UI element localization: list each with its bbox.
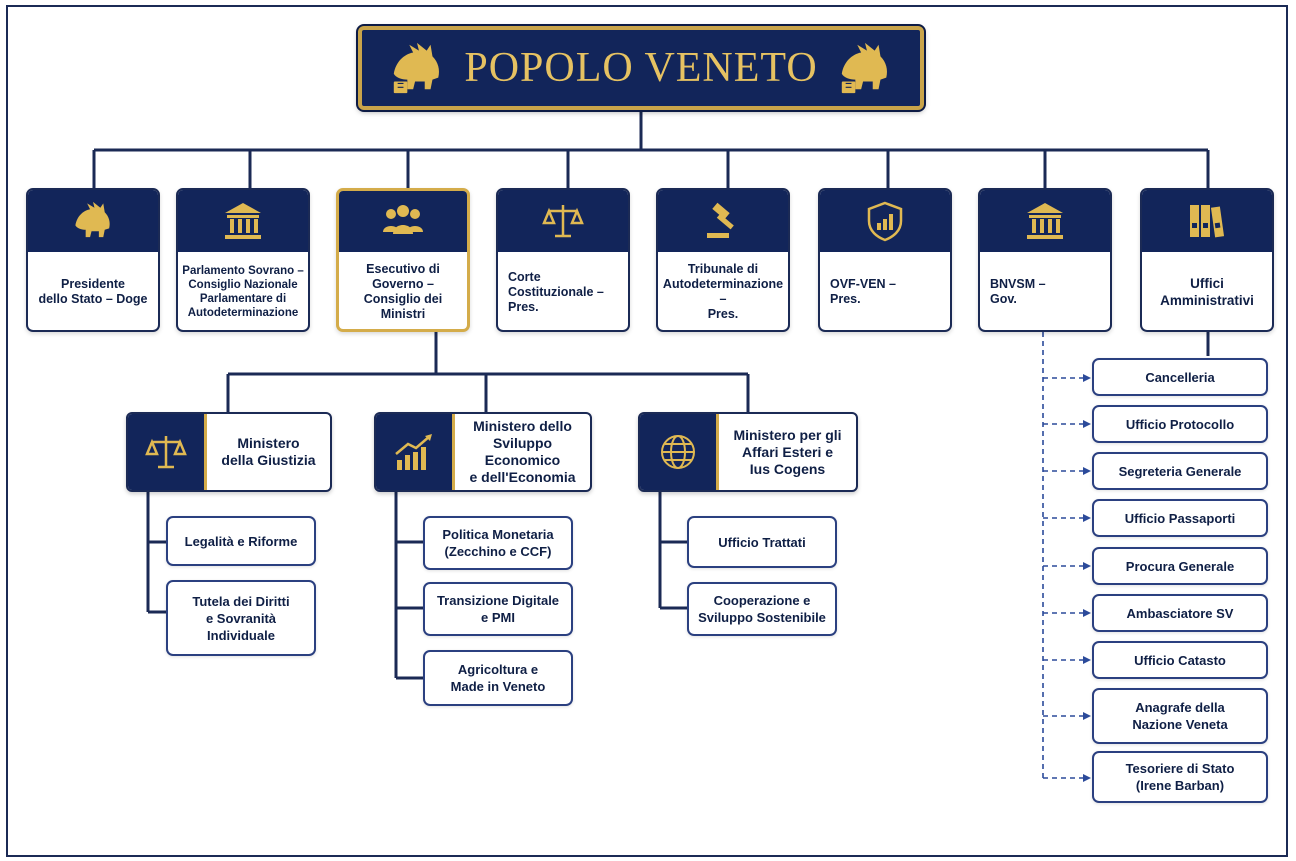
ministry-card-esteri[interactable]: Ministero per gli Affari Esteri e Ius Co… bbox=[638, 412, 858, 492]
winged-lion-icon bbox=[841, 42, 887, 94]
ministry-card-sviluppo[interactable]: Ministero dello Sviluppo Economico e del… bbox=[374, 412, 592, 492]
ministry-label: Ministero della Giustizia bbox=[221, 435, 316, 468]
winged-lion-icon bbox=[75, 201, 110, 238]
scales-icon bbox=[145, 436, 187, 469]
body-card-corte[interactable]: Corte Costituzionale – Pres. bbox=[496, 188, 630, 332]
office-box[interactable]: Tesoriere di Stato (Irene Barban) bbox=[1092, 751, 1268, 803]
binders-icon bbox=[1190, 205, 1225, 238]
office-box[interactable]: Cancelleria bbox=[1092, 358, 1268, 396]
globe-icon bbox=[661, 435, 695, 469]
diagram-frame bbox=[6, 5, 1288, 857]
people-group-icon bbox=[383, 204, 423, 234]
body-label: Tribunale di Autodeterminazione – Pres. bbox=[662, 262, 784, 321]
page-title: POPOLO VENETO bbox=[464, 45, 818, 91]
body-card-esecutivo[interactable]: Esecutivo di Governo – Consiglio dei Min… bbox=[336, 188, 470, 332]
office-box[interactable]: Ufficio Protocollo bbox=[1092, 405, 1268, 443]
department-box[interactable]: Legalità e Riforme bbox=[166, 516, 316, 566]
body-card-parlamento[interactable]: Parlamento Sovrano – Consiglio Nazionale… bbox=[176, 188, 310, 332]
body-card-uffici[interactable]: Uffici Amministrativi bbox=[1140, 188, 1274, 332]
body-label: Corte Costituzionale – Pres. bbox=[508, 269, 604, 314]
department-box[interactable]: Politica Monetaria (Zecchino e CCF) bbox=[423, 516, 573, 570]
parliament-building-icon bbox=[225, 203, 261, 239]
ministry-card-giustizia[interactable]: Ministero della Giustizia bbox=[126, 412, 332, 492]
body-label: BNVSM – Gov. bbox=[990, 277, 1046, 306]
shield-chart-icon bbox=[867, 201, 903, 242]
title-banner: POPOLO VENETO bbox=[358, 26, 924, 110]
ministry-label: Ministero per gli Affari Esteri e Ius Co… bbox=[733, 426, 842, 477]
body-card-presidente[interactable]: Presidente dello Stato – Doge bbox=[26, 188, 160, 332]
bank-building-icon bbox=[1027, 203, 1063, 239]
body-label: Parlamento Sovrano – Consiglio Nazionale… bbox=[182, 265, 304, 319]
office-box[interactable]: Ufficio Passaporti bbox=[1092, 499, 1268, 537]
office-box[interactable]: Segreteria Generale bbox=[1092, 452, 1268, 490]
office-box[interactable]: Procura Generale bbox=[1092, 547, 1268, 585]
department-box[interactable]: Transizione Digitale e PMI bbox=[423, 582, 573, 636]
body-card-tribunale[interactable]: Tribunale di Autodeterminazione – Pres. bbox=[656, 188, 790, 332]
department-box[interactable]: Ufficio Trattati bbox=[687, 516, 837, 568]
office-box[interactable]: Ufficio Catasto bbox=[1092, 641, 1268, 679]
body-label: OVF-VEN – Pres. bbox=[830, 277, 896, 306]
winged-lion-icon bbox=[394, 42, 440, 94]
department-box[interactable]: Tutela dei Diritti e Sovranità Individua… bbox=[166, 580, 316, 656]
office-box[interactable]: Anagrafe della Nazione Veneta bbox=[1092, 688, 1268, 744]
ministry-label: Ministero dello Sviluppo Economico e del… bbox=[469, 418, 576, 485]
scales-icon bbox=[542, 205, 584, 238]
department-box[interactable]: Agricoltura e Made in Veneto bbox=[423, 650, 573, 706]
body-label: Uffici Amministrativi bbox=[1160, 276, 1254, 308]
growth-chart-icon bbox=[395, 434, 432, 470]
department-box[interactable]: Cooperazione e Sviluppo Sostenibile bbox=[687, 582, 837, 636]
office-box[interactable]: Ambasciatore SV bbox=[1092, 594, 1268, 632]
body-card-ovf[interactable]: OVF-VEN – Pres. bbox=[818, 188, 952, 332]
gavel-icon bbox=[707, 202, 734, 238]
body-label: Presidente dello Stato – Doge bbox=[38, 277, 148, 306]
body-label: Esecutivo di Governo – Consiglio dei Min… bbox=[363, 262, 443, 321]
body-card-bnvsm[interactable]: BNVSM – Gov. bbox=[978, 188, 1112, 332]
